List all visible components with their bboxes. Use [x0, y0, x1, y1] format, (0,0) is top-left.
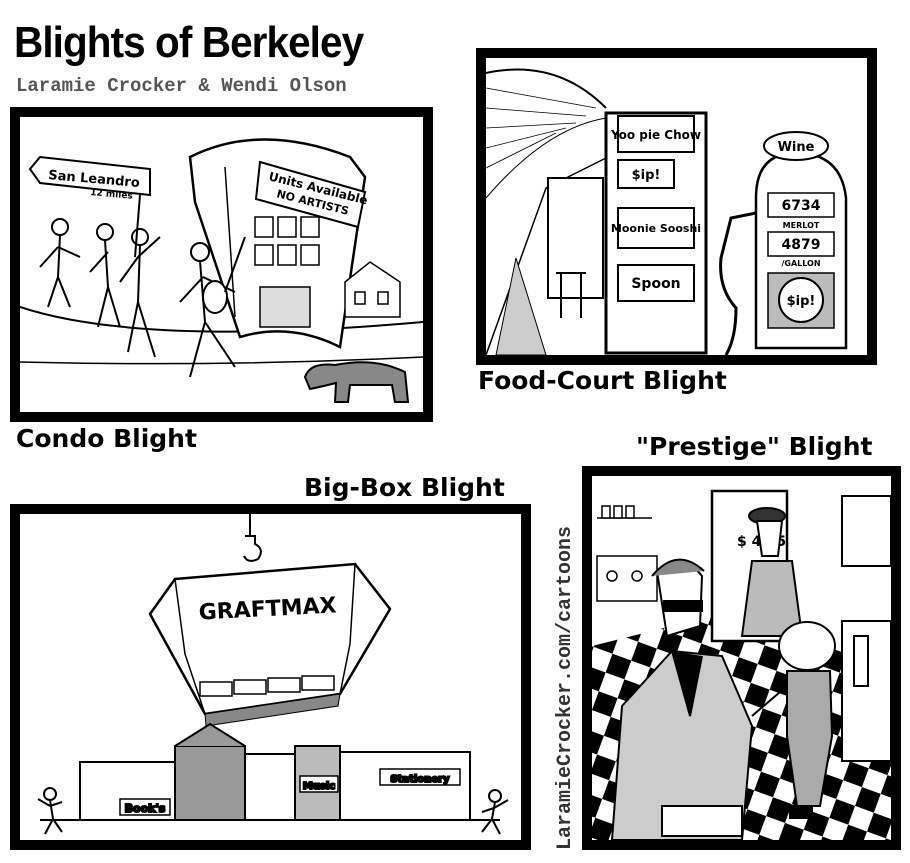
food-court-illustration: Yoo pie Chow $ip! Moonie Sooshi Spoon Wi…	[486, 68, 848, 355]
sign-sip: $ip!	[632, 168, 661, 183]
shop-stationery: Stationery	[390, 774, 450, 785]
big-box-blight-caption: Big-Box Blight	[304, 473, 505, 502]
food-court-blight-caption: Food-Court Blight	[478, 366, 727, 395]
pump-counter: 6734	[782, 198, 821, 214]
prestige-blight-panel: $ 4.95	[582, 466, 901, 850]
fleeing-artists	[39, 218, 246, 378]
fleeing-people	[37, 787, 509, 835]
pump-brand: $ip!	[787, 294, 816, 309]
sign-spoon: Spoon	[631, 276, 680, 292]
crane-hook	[243, 514, 262, 562]
prestige-illustration: $ 4.95	[592, 489, 891, 840]
pump-unit: /GALLON	[781, 259, 820, 268]
san-leandro-sign: San Leandro 12 miles	[28, 155, 151, 258]
food-court-blight-panel: Yoo pie Chow $ip! Moonie Sooshi Spoon Wi…	[476, 48, 877, 365]
pump-label: Wine	[778, 140, 815, 155]
condo-building: Units Available NO ARTISTS	[188, 138, 369, 349]
graftmax-box: GRAFTMAX	[148, 562, 392, 727]
website-url: LaramieCrocker.com/cartoons	[554, 525, 577, 850]
prestige-blight-caption: "Prestige" Blight	[636, 432, 873, 461]
shop-books: Book's	[125, 802, 166, 815]
wine-pump: Wine 6734 MERLOT 4879 /GALLON $ip!	[719, 131, 848, 355]
shop-music: Music	[303, 781, 335, 792]
condo-blight-caption: Condo Blight	[16, 424, 197, 453]
sign-moonie-sooshi: Moonie Sooshi	[611, 222, 701, 235]
man	[610, 558, 754, 840]
big-box-illustration: GRAFTMAX Book's Music Stationery	[37, 514, 509, 835]
pump-merlot: MERLOT	[783, 221, 820, 230]
condo-blight-panel: San Leandro 12 miles Units Available NO …	[10, 107, 433, 422]
authors-credit: Laramie Crocker & Wendi Olson	[16, 75, 347, 97]
big-box-blight-panel: GRAFTMAX Book's Music Stationery	[10, 504, 531, 850]
sign-yoo-pie-chow: Yoo pie Chow	[610, 128, 701, 142]
storefronts: Book's Music Stationery	[79, 722, 471, 821]
food-court-signs: Yoo pie Chow $ip! Moonie Sooshi Spoon	[610, 115, 701, 302]
condo-blight-illustration: San Leandro 12 miles Units Available NO …	[20, 138, 423, 403]
dog	[303, 361, 410, 403]
woman	[751, 621, 836, 819]
small-house	[344, 261, 401, 318]
sign-subtext: 12 miles	[90, 188, 133, 202]
pump-price: 4879	[782, 237, 821, 253]
butler	[740, 507, 804, 637]
page-title: Blights of Berkeley	[14, 18, 364, 67]
